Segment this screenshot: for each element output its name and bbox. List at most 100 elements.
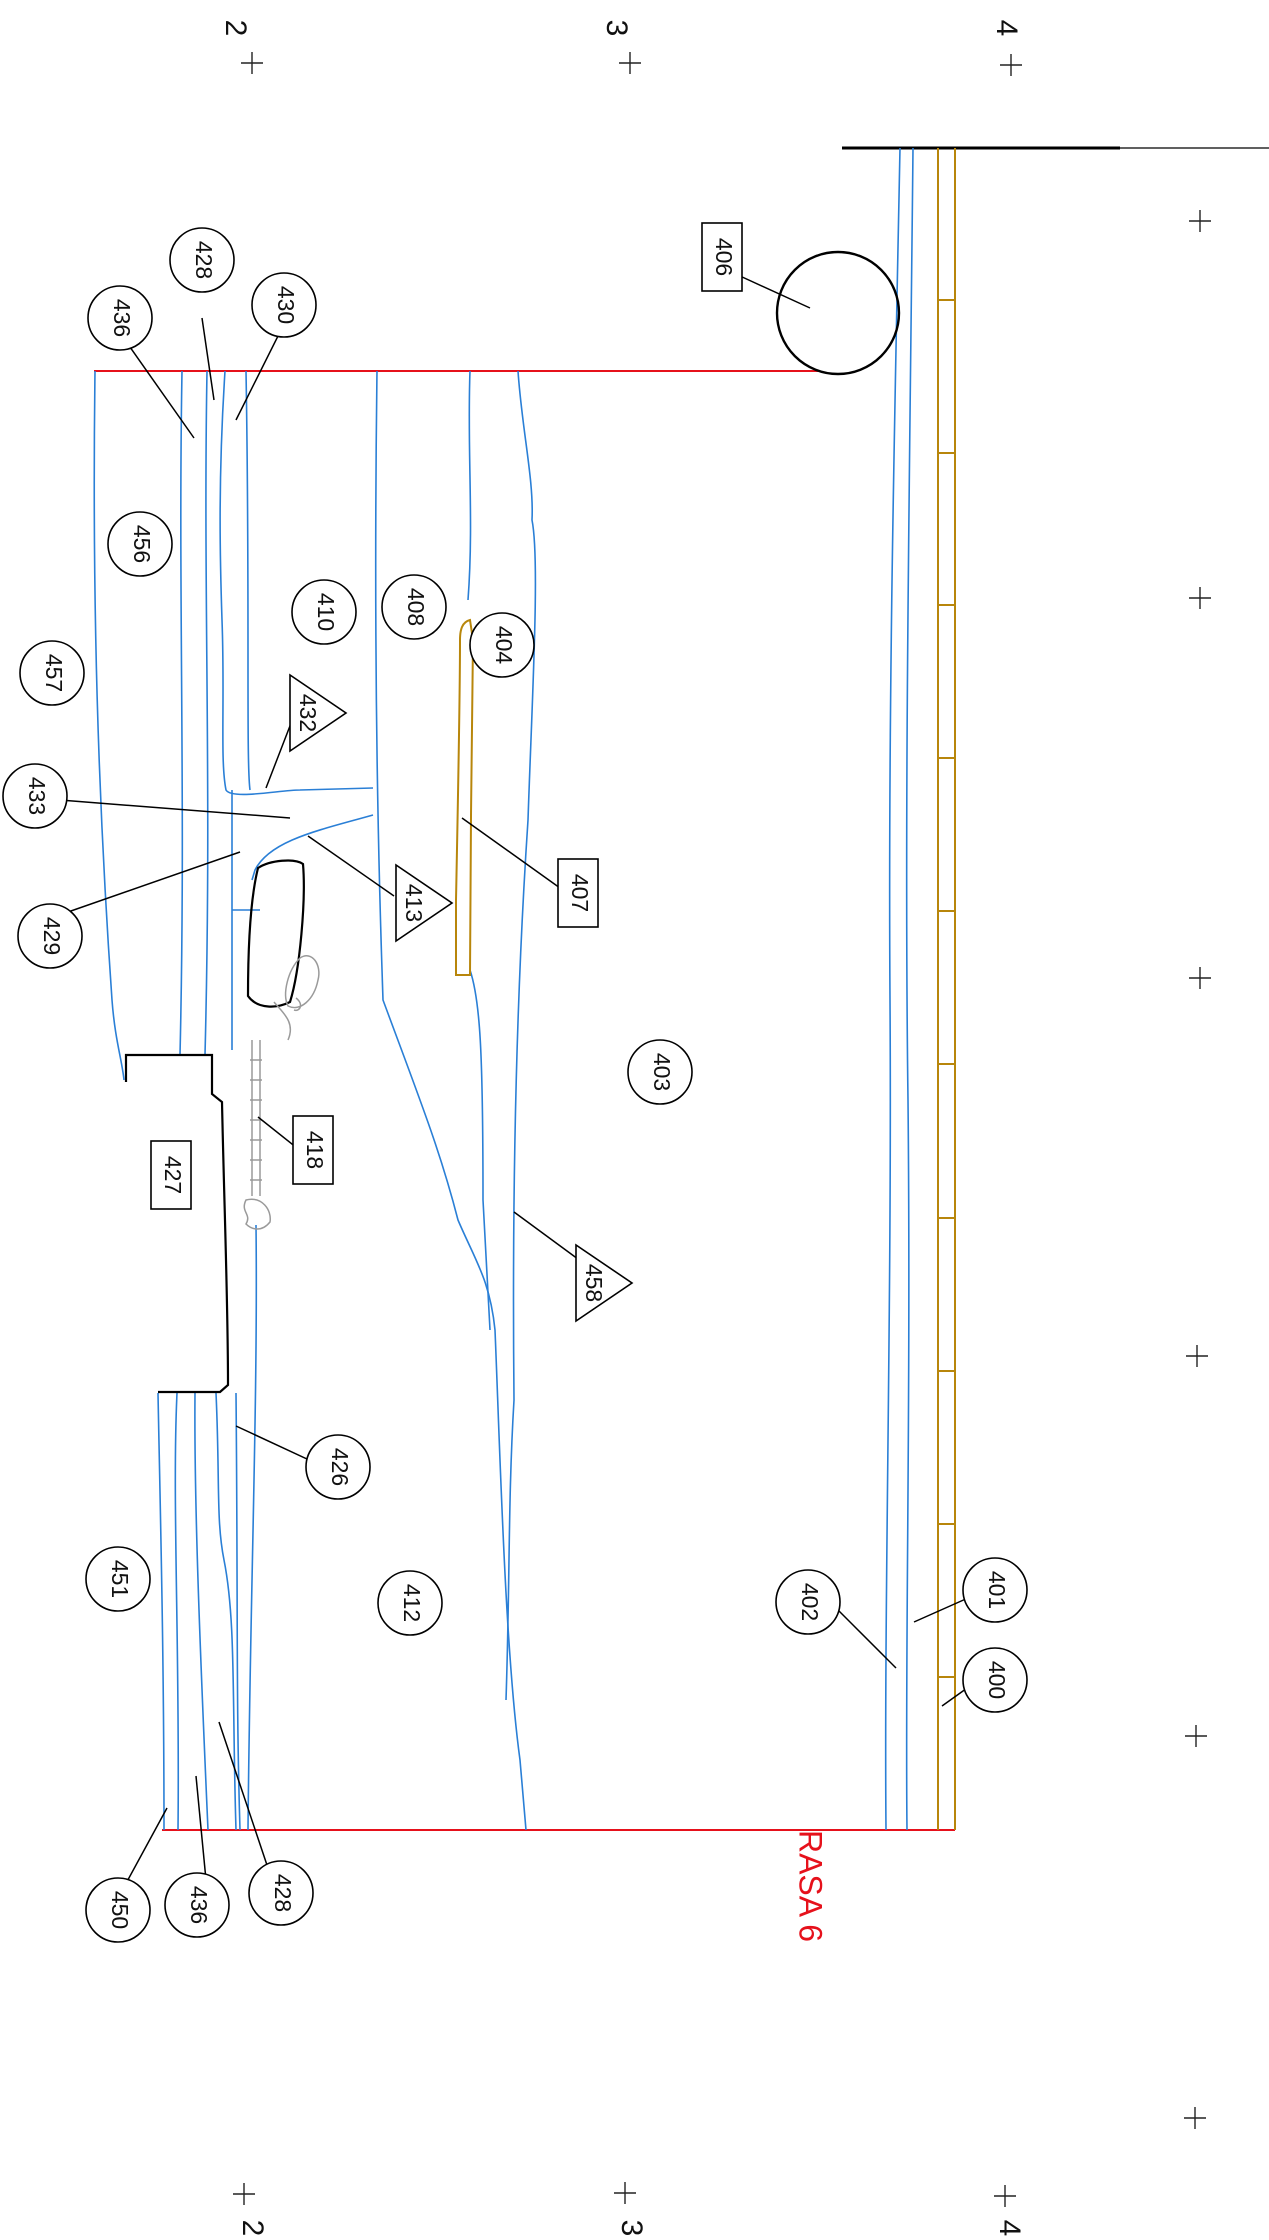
- context-box-shape: [701, 222, 743, 292]
- context-circle-401: 401: [962, 1557, 1028, 1623]
- context-circle-text: 426: [327, 1448, 353, 1486]
- context-circle-shape: [87, 285, 153, 351]
- context-circle-text: 403: [649, 1053, 675, 1091]
- context-circle-412: 412: [377, 1570, 443, 1636]
- context-triangle-413: 413: [395, 863, 454, 943]
- context-circle-text: 436: [186, 1886, 212, 1924]
- context-circle-436: 436: [164, 1872, 230, 1938]
- context-circle-text: 400: [984, 1661, 1010, 1699]
- context-circle-text: 450: [107, 1891, 133, 1929]
- layer-line: [245, 370, 251, 791]
- context-circle-457: 457: [19, 640, 85, 706]
- leader-line: [739, 275, 811, 309]
- layer-line: [905, 147, 914, 1831]
- layer-line: [231, 790, 260, 1050]
- context-circle-430: 430: [251, 272, 317, 338]
- circle-labels: 400 401 402 403 404 408 410 412 426 428 430 436 456 4…: [2, 227, 1028, 1943]
- leader-line: [829, 1601, 897, 1669]
- section-label: RASA 6: [793, 1830, 829, 1942]
- context-circle-shape: [962, 1647, 1028, 1713]
- grid-bottom-3-label: 3: [615, 2220, 648, 2237]
- layer-lines: [93, 147, 914, 1831]
- grid-top-3-label: 3: [600, 20, 633, 37]
- leader-line: [235, 335, 279, 421]
- context-circle-436: 436: [87, 285, 153, 351]
- context-circle-403: 403: [627, 1039, 693, 1105]
- context-circle-433: 433: [2, 763, 68, 829]
- context-circle-text: 404: [491, 626, 517, 665]
- feature-407-outline: [455, 618, 475, 976]
- grid-bottom-4-label: 4: [993, 2220, 1026, 2237]
- context-circle-428: 428: [248, 1860, 314, 1926]
- grid-cross: [1189, 210, 1211, 232]
- leader-line: [913, 1597, 969, 1623]
- scale-bar-ticks: [938, 299, 955, 1678]
- context-circle-text: 412: [399, 1584, 425, 1622]
- context-circle-text: 408: [403, 588, 429, 626]
- context-triangle-432: 432: [289, 673, 348, 753]
- context-box-407: 407: [557, 858, 599, 928]
- grid-cross: [1189, 967, 1211, 989]
- grid-cross: [241, 52, 263, 74]
- layer-line: [469, 969, 491, 1331]
- context-circle-shape: [251, 272, 317, 338]
- context-box-427: 427: [150, 1140, 192, 1210]
- context-circle-shape: [381, 574, 447, 640]
- context-box-shape: [292, 1115, 334, 1185]
- layer-line: [215, 1392, 237, 1831]
- context-circle-426: 426: [305, 1434, 371, 1500]
- context-circle-text: 451: [107, 1560, 133, 1598]
- leader-line: [201, 317, 215, 401]
- leader-line: [59, 799, 291, 819]
- context-circle-450: 450: [85, 1877, 151, 1943]
- burial-skeleton-sketch: [243, 955, 320, 1230]
- context-circle-shape: [2, 763, 68, 829]
- context-circle-text: 410: [313, 593, 339, 631]
- context-circle-shape: [164, 1872, 230, 1938]
- context-circle-402: 402: [775, 1569, 841, 1635]
- grid-cross: [1185, 1725, 1207, 1747]
- context-triangle-shape: [575, 1243, 634, 1323]
- context-circle-text: 433: [24, 777, 50, 815]
- context-circle-text: 430: [273, 286, 299, 324]
- skull-outline: [284, 955, 320, 1009]
- context-circle-400: 400: [962, 1647, 1028, 1713]
- context-circle-410: 410: [291, 579, 357, 645]
- grid-cross: [1189, 587, 1211, 609]
- context-circle-451: 451: [85, 1546, 151, 1612]
- context-triangle-text: 432: [295, 694, 321, 732]
- context-box-text: 418: [302, 1131, 328, 1169]
- layer-line: [374, 370, 527, 1831]
- layer-line: [467, 370, 472, 601]
- grid-cross: [233, 2183, 255, 2205]
- triangle-labels: 432 413 458: [289, 673, 634, 1323]
- context-circle-404: 404: [469, 612, 535, 678]
- context-circle-shape: [85, 1877, 151, 1943]
- grid-top-4-label: 4: [990, 20, 1023, 37]
- grid-crosses: [233, 52, 1211, 2207]
- context-circle-456: 456: [107, 511, 173, 577]
- context-circle-shape: [775, 1569, 841, 1635]
- context-circle-shape: [248, 1860, 314, 1926]
- layer-line: [247, 1224, 258, 1831]
- context-circle-text: 428: [270, 1874, 296, 1912]
- context-box-shape: [150, 1140, 192, 1210]
- leader-line: [461, 817, 561, 889]
- scale-bar: [937, 148, 956, 1830]
- context-circle-shape: [17, 903, 83, 969]
- context-circle-text: 401: [984, 1571, 1010, 1609]
- grid-top-2-label: 2: [219, 20, 252, 37]
- layer-line: [251, 814, 374, 881]
- context-triangle-text: 458: [581, 1264, 607, 1302]
- layer-line: [219, 370, 374, 796]
- context-circle-429: 429: [17, 903, 83, 969]
- layer-line: [194, 1392, 209, 1831]
- layer-line: [179, 370, 184, 1056]
- context-circle-shape: [377, 1570, 443, 1636]
- context-circle-text: 428: [191, 241, 217, 279]
- context-circle-428: 428: [169, 227, 235, 293]
- context-triangle-458: 458: [575, 1243, 634, 1323]
- grid-top-markers: 2 3 4: [219, 20, 1023, 37]
